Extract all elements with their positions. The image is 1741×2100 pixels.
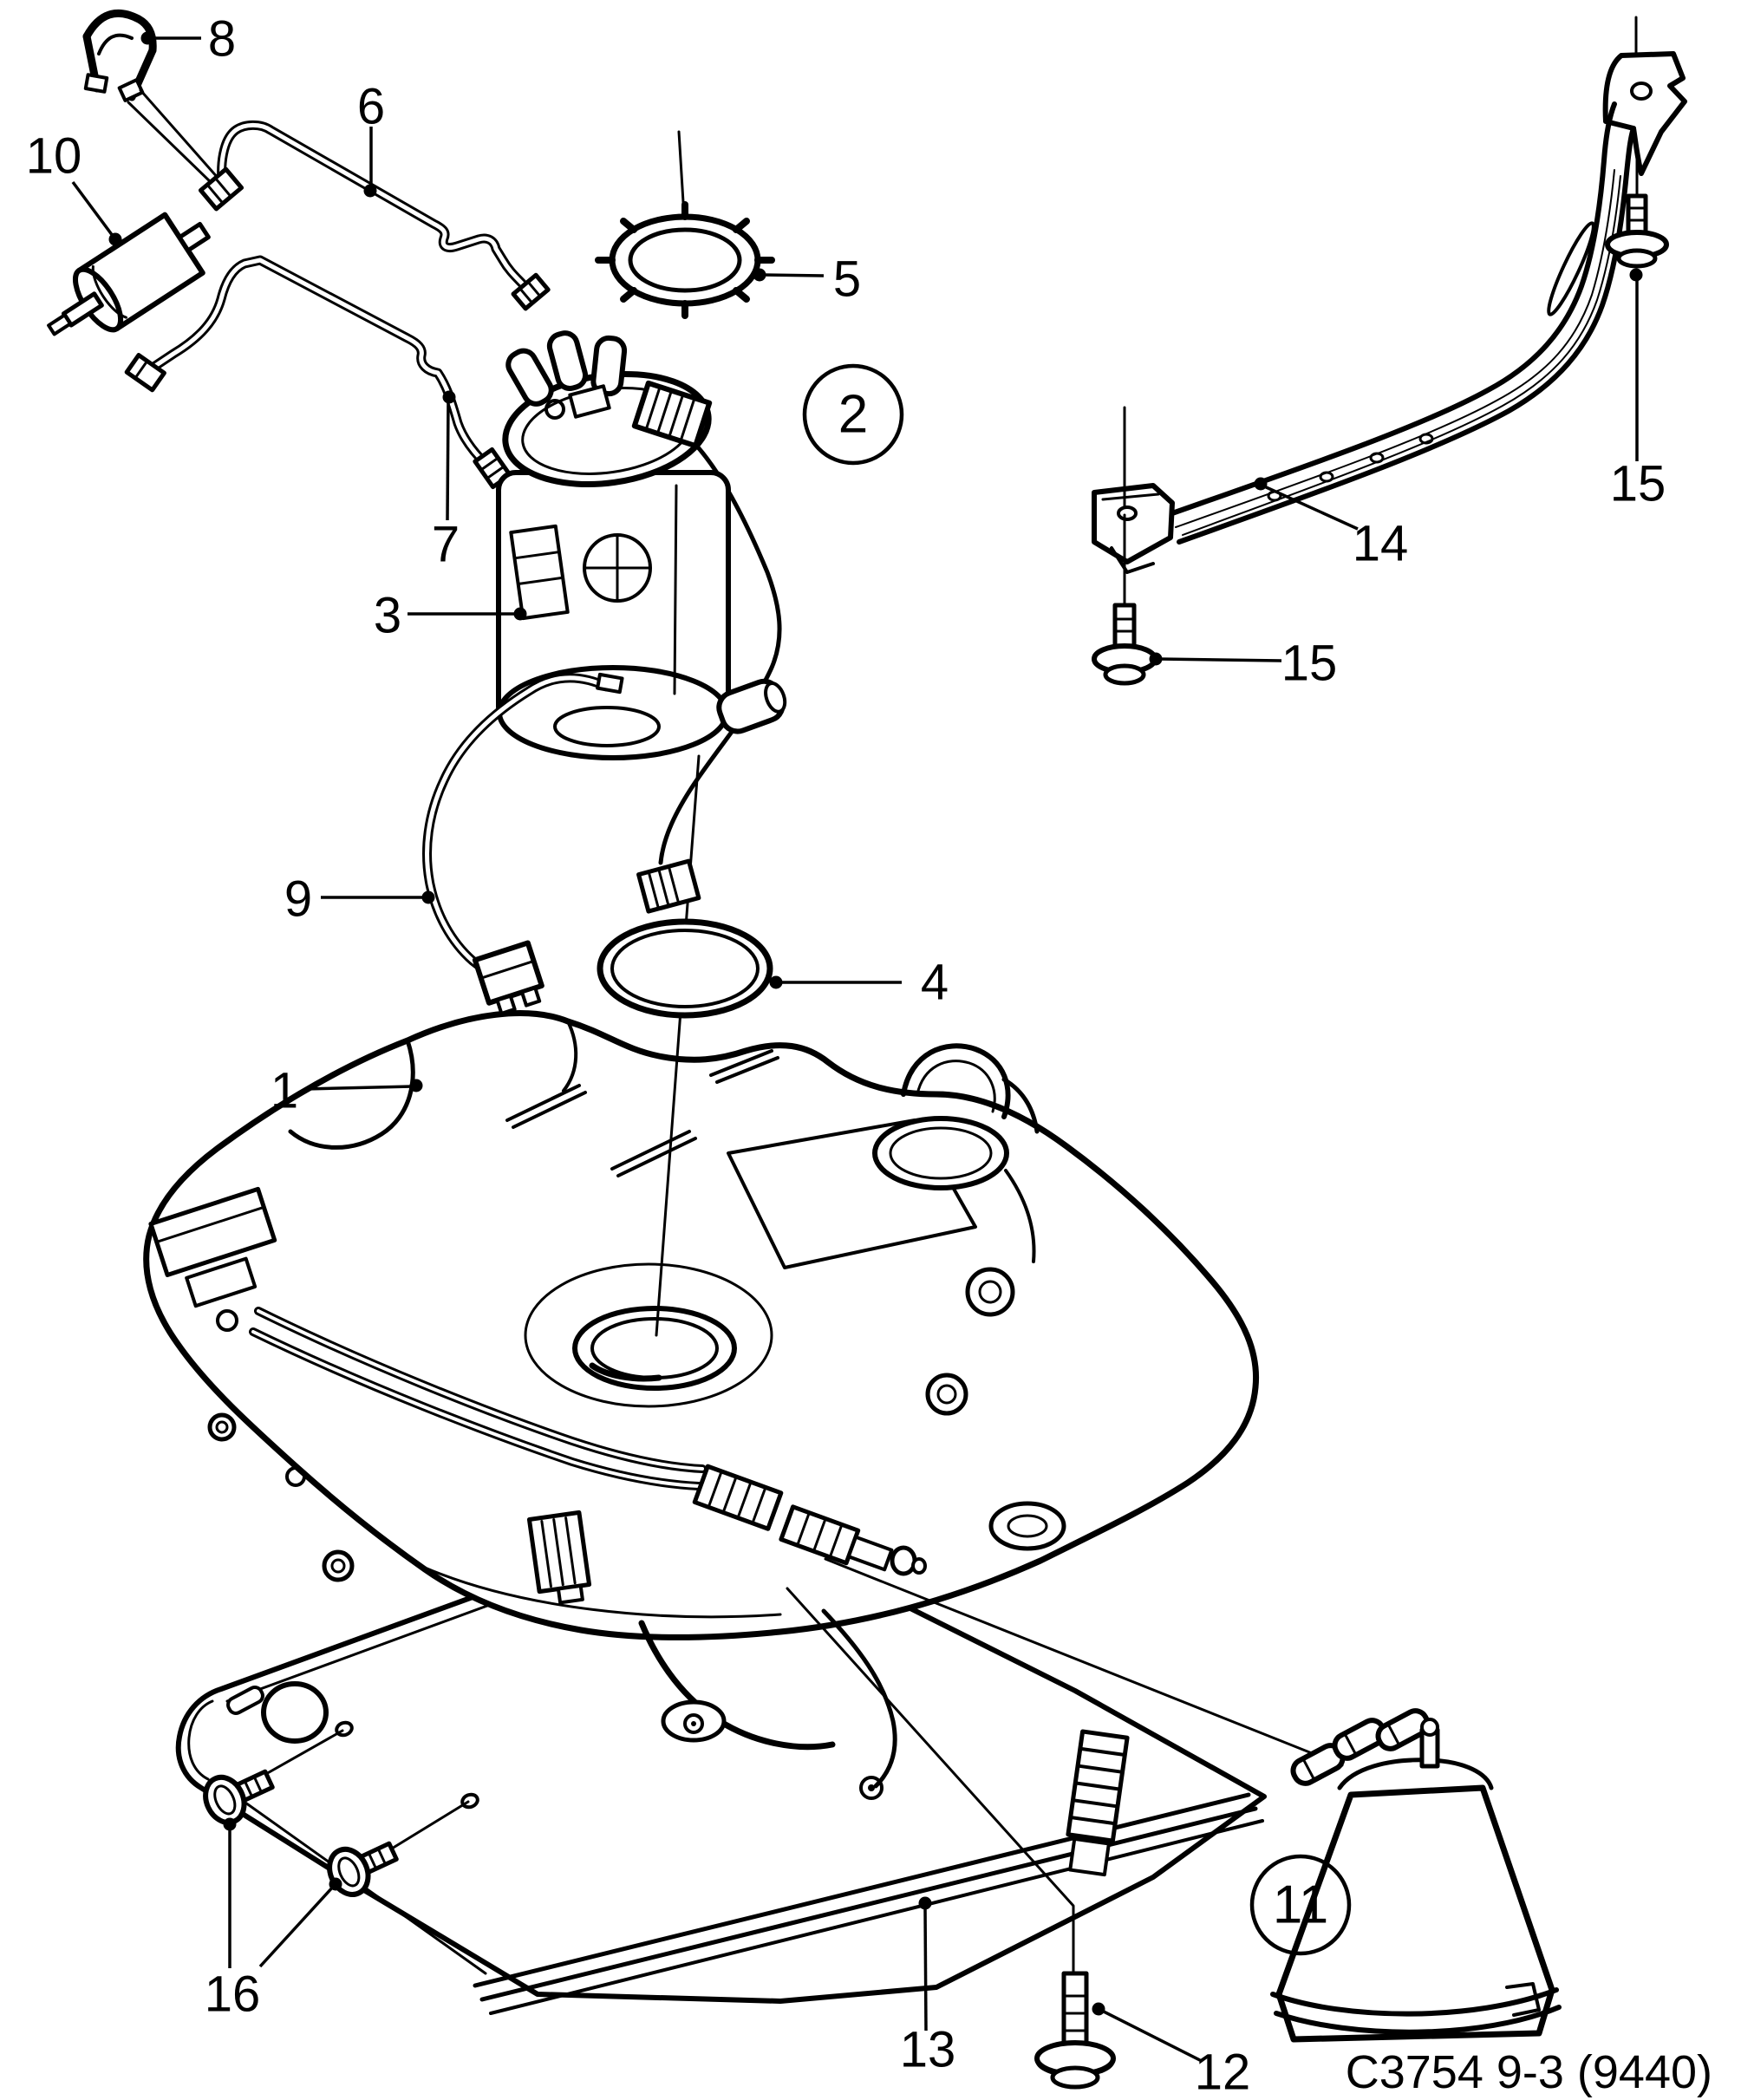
callout-4-seal-ring-label: 4 [921, 955, 949, 1011]
callout-14-tank-strap: 14 [1254, 477, 1409, 572]
callout-9-wiring-harness-label: 9 [284, 871, 312, 928]
callout-5-lock-ring-label: 5 [833, 251, 861, 308]
callout-3-fuel-pump-module: 3 [374, 588, 527, 644]
callout-7-fuel-pipe-lower-label: 7 [432, 517, 460, 573]
callout-5-lock-ring: 5 [753, 251, 861, 308]
callout-6-fuel-pipe-upper-label: 6 [357, 79, 385, 135]
callout-13-heat-shield-label: 13 [900, 2022, 956, 2078]
callout-4-seal-ring: 4 [769, 955, 949, 1011]
wiring-harness-drawing [422, 672, 624, 1015]
canister-bolt-drawing [1034, 1971, 1116, 2090]
seal-ring-drawing [597, 918, 773, 1019]
fuel-pipe-lower-drawing [124, 255, 512, 490]
callout-1-fuel-tank-label: 1 [271, 1063, 298, 1119]
diagram-caption: C3754 9-3 (9440) [1346, 2046, 1712, 2098]
callout-9-wiring-harness: 9 [284, 871, 435, 928]
callout-15-strap-bolt-front: 15 [1149, 636, 1338, 692]
evap-canister-drawing [1270, 1708, 1562, 2043]
callout-10-fuel-filter: 10 [26, 128, 122, 246]
callout-7-fuel-pipe-lower: 7 [432, 390, 460, 573]
callout-8-retaining-clip-label: 8 [208, 11, 236, 68]
heat-shield-front-details [638, 1608, 1130, 1877]
callout-15-strap-bolt-rear-label: 15 [1610, 456, 1666, 512]
callout-13-heat-shield: 13 [900, 1896, 956, 2078]
callout-6-fuel-pipe-upper: 6 [357, 79, 385, 198]
callout-2-fuel-pump-assembly: 2 [802, 363, 904, 466]
callout-10-fuel-filter-label: 10 [26, 128, 82, 185]
callout-3-fuel-pump-module-label: 3 [374, 588, 401, 644]
fuel-filter-drawing [47, 212, 211, 336]
callout-14-tank-strap-label: 14 [1353, 516, 1409, 572]
strap-bolt-rear-drawing [1605, 153, 1669, 269]
callout-12-canister-bolt: 12 [1092, 2002, 1251, 2100]
callout-8-retaining-clip: 8 [140, 11, 236, 68]
fuel-pipe-upper-drawing [198, 120, 551, 311]
callout-12-canister-bolt-label: 12 [1195, 2045, 1251, 2100]
callout-16-shield-push-pins: 16 [205, 1817, 342, 2023]
callout-1-fuel-tank: 1 [271, 1063, 423, 1119]
callout-11-evap-canister: 11 [1249, 1854, 1352, 1956]
callout-2-fuel-pump-assembly-label: 2 [838, 385, 868, 445]
tank-strap-drawing [1092, 16, 1687, 574]
callout-11-evap-canister-label: 11 [1273, 1875, 1328, 1935]
lock-ring-drawing [595, 130, 775, 319]
strap-bolt-front-drawing [1092, 513, 1157, 686]
shield-push-pins-drawing [203, 1729, 470, 1897]
fuel-pump-module-drawing [496, 330, 787, 1337]
callout-16-shield-push-pins-label: 16 [205, 1966, 261, 2023]
fuel-tank-drawing [143, 1010, 1260, 1640]
install-leader-lines [786, 1557, 1344, 1975]
callout-15-strap-bolt-front-label: 15 [1281, 636, 1338, 692]
callout-15-strap-bolt-rear: 15 [1610, 268, 1666, 512]
